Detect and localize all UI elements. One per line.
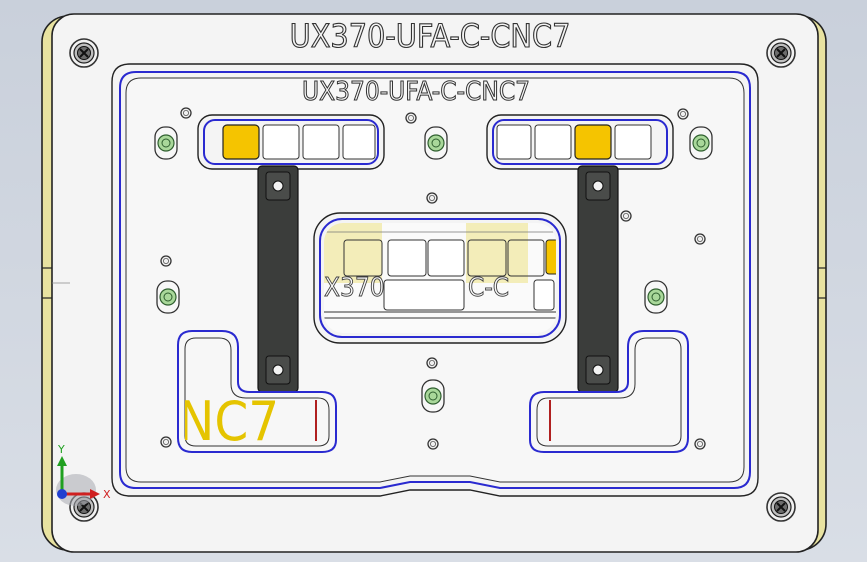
- corner-screw-bottom-right: [766, 492, 796, 522]
- pad-row-left[interactable]: [197, 114, 385, 170]
- y-axis-label: Y: [57, 443, 65, 456]
- pad-row-right[interactable]: [486, 114, 674, 170]
- mounting-hole: [427, 438, 439, 450]
- mounting-hole: [180, 107, 192, 119]
- mounting-hole: [160, 436, 172, 448]
- locator-pin: [154, 126, 178, 160]
- inner-pocket-right-text: C-C: [468, 273, 509, 303]
- mounting-hole: [405, 112, 417, 124]
- plate-title: UX370-UFA-C-CNC7: [290, 17, 571, 55]
- clamp-bar-left[interactable]: [257, 165, 299, 393]
- inner-pocket[interactable]: X370 C-C: [313, 212, 567, 344]
- cutout-lower-left[interactable]: NC7: [177, 330, 337, 453]
- locator-pin: [421, 379, 445, 413]
- clamp-bar-right[interactable]: [577, 165, 619, 393]
- corner-screw-top-right: [766, 38, 796, 68]
- mounting-hole: [426, 357, 438, 369]
- locator-pin: [156, 280, 180, 314]
- coordinate-triad[interactable]: Y X: [56, 443, 111, 506]
- locator-pin: [644, 280, 668, 314]
- mounting-hole: [160, 255, 172, 267]
- locator-pin: [689, 126, 713, 160]
- engraving-text: NC7: [178, 390, 279, 453]
- pocket-title: UX370-UFA-C-CNC7: [302, 77, 530, 107]
- mounting-hole: [677, 108, 689, 120]
- locator-pin: [424, 126, 448, 160]
- mounting-hole: [620, 210, 632, 222]
- x-axis-label: X: [103, 488, 111, 501]
- cutout-lower-right[interactable]: [529, 330, 689, 453]
- mounting-hole: [426, 192, 438, 204]
- mounting-hole: [694, 438, 706, 450]
- corner-screw-top-left: [69, 38, 99, 68]
- inner-pocket-left-text: X370: [324, 273, 385, 303]
- mounting-hole: [694, 233, 706, 245]
